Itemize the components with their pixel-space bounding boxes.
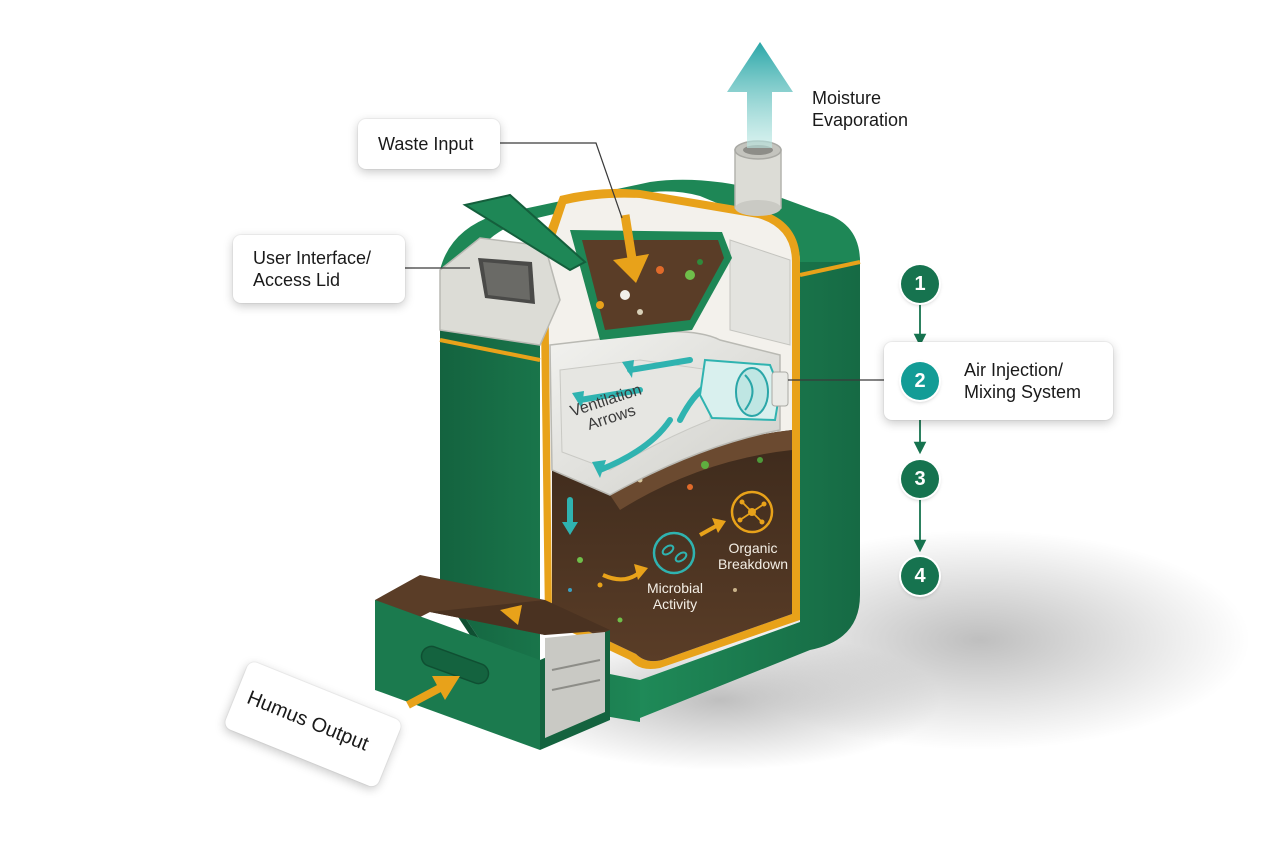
step-1-badge: 1: [901, 265, 939, 303]
organic-label-line2: Breakdown: [717, 556, 789, 572]
moisture-label-line2: Evaporation: [812, 110, 909, 130]
step-4-badge: 4: [901, 557, 939, 595]
moisture-label-line1: Moisture: [812, 88, 882, 108]
air-injection-label-line2: Mixing System: [964, 382, 1082, 402]
access-lid-label-line2: Access Lid: [253, 270, 341, 290]
waste-input-arrow: [613, 214, 649, 283]
access-lid-label-line1: User Interface/: [253, 248, 372, 268]
access-lid-callout: User Interface/ Access Lid: [233, 235, 405, 303]
access-lid: [439, 193, 587, 346]
step-2-badge: 2: [901, 362, 939, 400]
microbial-label-line2: Activity: [652, 596, 698, 612]
ventilation-arrowheads: [562, 360, 634, 535]
exhaust-pipe: [734, 140, 782, 216]
waste-input-callout: Waste Input: [358, 119, 500, 169]
fan-module: [698, 358, 789, 422]
organic-breakdown-label: Organic Breakdown: [713, 540, 793, 572]
microbial-label-line1: Microbial: [646, 580, 703, 596]
microbial-icon: [652, 531, 696, 575]
organic-label-line1: Organic: [728, 540, 778, 556]
orange-trim: [439, 260, 861, 362]
organic-breakdown-icon: [730, 490, 774, 534]
air-injection-label-line1: Air Injection/: [964, 360, 1064, 380]
moisture-arrow: [727, 42, 793, 148]
upper-baffle: [729, 239, 791, 346]
process-flow-arrows: [602, 518, 726, 582]
compost-particles: [568, 457, 763, 623]
humus-drawer: [375, 575, 610, 750]
humus-output-arrow: [406, 676, 460, 709]
step-3-badge: 3: [901, 460, 939, 498]
unit-side-panel: [640, 215, 860, 718]
waste-input-label: Waste Input: [378, 134, 474, 154]
moisture-evaporation-label: Moisture Evaporation: [812, 87, 908, 131]
leader-lines: [405, 142, 884, 381]
microbial-activity-label: Microbial Activity: [640, 580, 710, 612]
